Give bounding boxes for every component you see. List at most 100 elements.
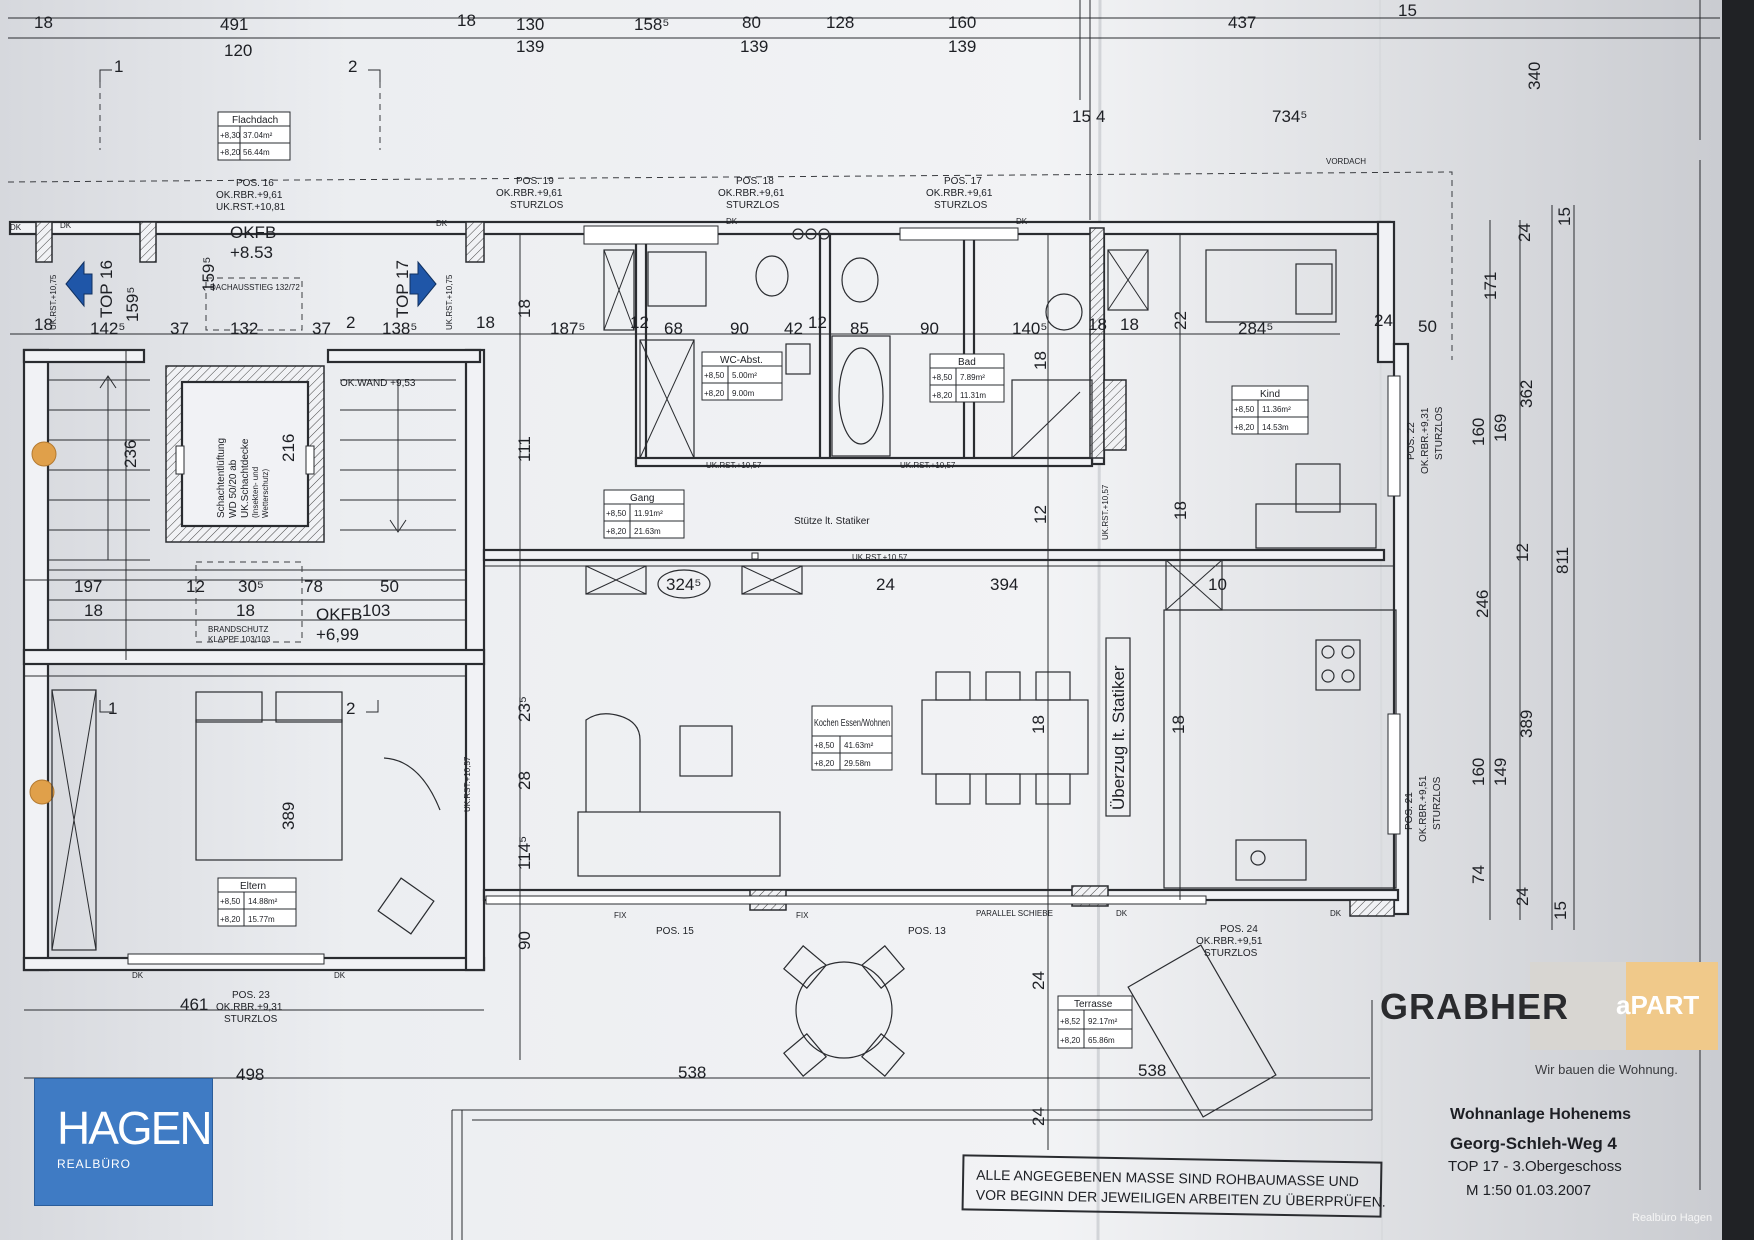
- svg-text:12: 12: [1031, 505, 1050, 524]
- svg-text:538: 538: [1138, 1061, 1166, 1080]
- svg-text:24: 24: [1029, 971, 1048, 990]
- dk-label-1: DK: [10, 223, 22, 232]
- svg-text:24: 24: [1515, 223, 1534, 242]
- svg-text:324⁵: 324⁵: [666, 575, 701, 594]
- dim-top-130: 130: [516, 15, 544, 34]
- svg-text:340: 340: [1525, 62, 1544, 90]
- window-positions-top: POS. 16 OK.RBR.+9,61 UK.RST.+10,81 POS. …: [216, 176, 993, 213]
- structural-notes: Stütze lt. Statiker Überzug lt. Statiker…: [49, 274, 1131, 817]
- section-marker-2-bottom: 2: [346, 699, 355, 718]
- svg-text:+8,50: +8,50: [932, 373, 953, 382]
- svg-text:50: 50: [380, 577, 399, 596]
- svg-text:+8.53: +8.53: [230, 243, 273, 262]
- svg-text:65.86m: 65.86m: [1088, 1036, 1115, 1045]
- dim-top-18: 18: [34, 13, 53, 32]
- svg-text:246: 246: [1473, 590, 1492, 618]
- right-outer-dims: 340 734⁵ 15 4 15 24 171 362 160 169 12 8…: [1072, 62, 1574, 920]
- svg-text:15: 15: [1555, 207, 1574, 226]
- svg-text:12: 12: [1513, 543, 1532, 562]
- svg-text:OK.RBR.+9,61: OK.RBR.+9,61: [216, 190, 283, 201]
- svg-text:14.88m²: 14.88m²: [248, 897, 278, 906]
- svg-text:+8,50: +8,50: [1234, 405, 1255, 414]
- svg-text:24: 24: [1374, 311, 1393, 330]
- svg-text:DK: DK: [1116, 909, 1128, 918]
- title-scale-date: M 1:50 01.03.2007: [1466, 1182, 1592, 1199]
- dachausstieg: OKFB +8.53 DACHAUSSTIEG 132/72: [205, 223, 303, 331]
- svg-text:734⁵: 734⁵: [1272, 107, 1307, 126]
- svg-text:2: 2: [346, 313, 355, 332]
- svg-text:11.36m²: 11.36m²: [1262, 405, 1291, 414]
- svg-text:STURZLOS: STURZLOS: [1204, 948, 1258, 959]
- svg-text:15: 15: [1551, 901, 1570, 920]
- svg-text:149: 149: [1491, 758, 1510, 786]
- svg-text:+8,50: +8,50: [814, 741, 835, 750]
- svg-text:18: 18: [1120, 315, 1139, 334]
- svg-text:UK.RST.+10,57: UK.RST.+10,57: [900, 461, 956, 470]
- top-16-arrow-icon: [65, 260, 93, 308]
- grabher-logo-text: GRABHER: [1380, 986, 1570, 1027]
- svg-text:4: 4: [1096, 107, 1105, 126]
- svg-text:(Insekten- und: (Insekten- und: [251, 467, 260, 518]
- svg-text:5.00m²: 5.00m²: [732, 371, 757, 380]
- svg-text:Überzug lt. Statiker: Überzug lt. Statiker: [1109, 665, 1128, 810]
- svg-text:362: 362: [1517, 380, 1536, 408]
- svg-text:+8,20: +8,20: [220, 915, 241, 924]
- okwand-label: OK.WAND +9,53: [340, 378, 416, 389]
- svg-text:OKFB: OKFB: [316, 605, 362, 624]
- apart-logo-text: aPART: [1616, 990, 1700, 1020]
- svg-text:22: 22: [1171, 311, 1190, 330]
- svg-text:UK.RST.+10,57: UK.RST.+10,57: [1101, 484, 1110, 540]
- svg-text:UK.RST.+10,57: UK.RST.+10,57: [852, 553, 908, 562]
- svg-text:461: 461: [180, 995, 208, 1014]
- svg-text:STURZLOS: STURZLOS: [726, 200, 780, 211]
- ventilation-shaft: Schachtentlüftung WD 50/20 ab UK.Schacht…: [165, 365, 325, 543]
- svg-text:236: 236: [121, 440, 140, 468]
- svg-text:Bad: Bad: [958, 357, 976, 368]
- terrace-furniture: [783, 944, 1277, 1118]
- svg-text:41.63m²: 41.63m²: [844, 741, 874, 750]
- svg-text:90: 90: [515, 931, 534, 950]
- svg-text:142⁵: 142⁵: [90, 319, 125, 338]
- svg-text:DACHAUSSTIEG 132/72: DACHAUSSTIEG 132/72: [210, 283, 300, 292]
- svg-text:9.00m: 9.00m: [732, 389, 755, 398]
- svg-text:90: 90: [730, 319, 749, 338]
- svg-text:12: 12: [630, 313, 649, 332]
- svg-text:538: 538: [678, 1063, 706, 1082]
- dim-top-160: 160: [948, 13, 976, 32]
- dim-top-437: 437: [1228, 13, 1256, 32]
- paper-right-edge: [1722, 0, 1754, 1240]
- top-17-label: TOP 17: [393, 260, 412, 318]
- svg-text:OK.RBR.+9,31: OK.RBR.+9,31: [1420, 407, 1431, 474]
- svg-text:37.04m²: 37.04m²: [243, 131, 273, 140]
- svg-text:159⁵: 159⁵: [123, 287, 142, 322]
- svg-text:+8,20: +8,20: [704, 389, 725, 398]
- room-label-flachdach: Flachdach +8,30 37.04m² +8,20 56.44m: [217, 111, 291, 161]
- svg-text:24: 24: [1029, 1107, 1048, 1126]
- dim-top-120: 120: [224, 41, 252, 60]
- svg-text:216: 216: [279, 434, 298, 462]
- vordach-label: VORDACH: [1326, 157, 1366, 166]
- svg-text:+8,50: +8,50: [606, 509, 627, 518]
- svg-text:UK.RST.+10,57: UK.RST.+10,57: [463, 756, 472, 812]
- svg-text:37: 37: [170, 319, 189, 338]
- room-label-bad: Bad +8,50 7.89m² +8,20 11.31m: [929, 353, 1005, 403]
- svg-text:BRANDSCHUTZ: BRANDSCHUTZ: [208, 625, 269, 634]
- svg-text:POS. 16: POS. 16: [236, 178, 274, 189]
- svg-text:159⁵: 159⁵: [199, 257, 218, 292]
- svg-text:85: 85: [850, 319, 869, 338]
- top-windows: DK DK DK DK DK: [10, 217, 1028, 245]
- svg-text:POS. 24: POS. 24: [1220, 924, 1258, 935]
- svg-text:Gang: Gang: [630, 493, 654, 504]
- svg-text:111: 111: [515, 436, 534, 462]
- outer-walls: [8, 220, 1410, 972]
- top-16-label: TOP 16: [97, 260, 116, 318]
- svg-text:394: 394: [990, 575, 1018, 594]
- svg-text:15: 15: [1072, 107, 1091, 126]
- svg-text:WC-Abst.: WC-Abst.: [720, 355, 763, 366]
- title-unit: TOP 17 - 3.Obergeschoss: [1448, 1158, 1622, 1175]
- svg-text:POS. 13: POS. 13: [908, 926, 946, 937]
- svg-text:+8,20: +8,20: [1060, 1036, 1081, 1045]
- dim-top-18b: 18: [457, 11, 476, 30]
- window-positions-side: POS. 22 OK.RBR.+9,31 STURZLOS POS. 21 OK…: [1387, 375, 1445, 842]
